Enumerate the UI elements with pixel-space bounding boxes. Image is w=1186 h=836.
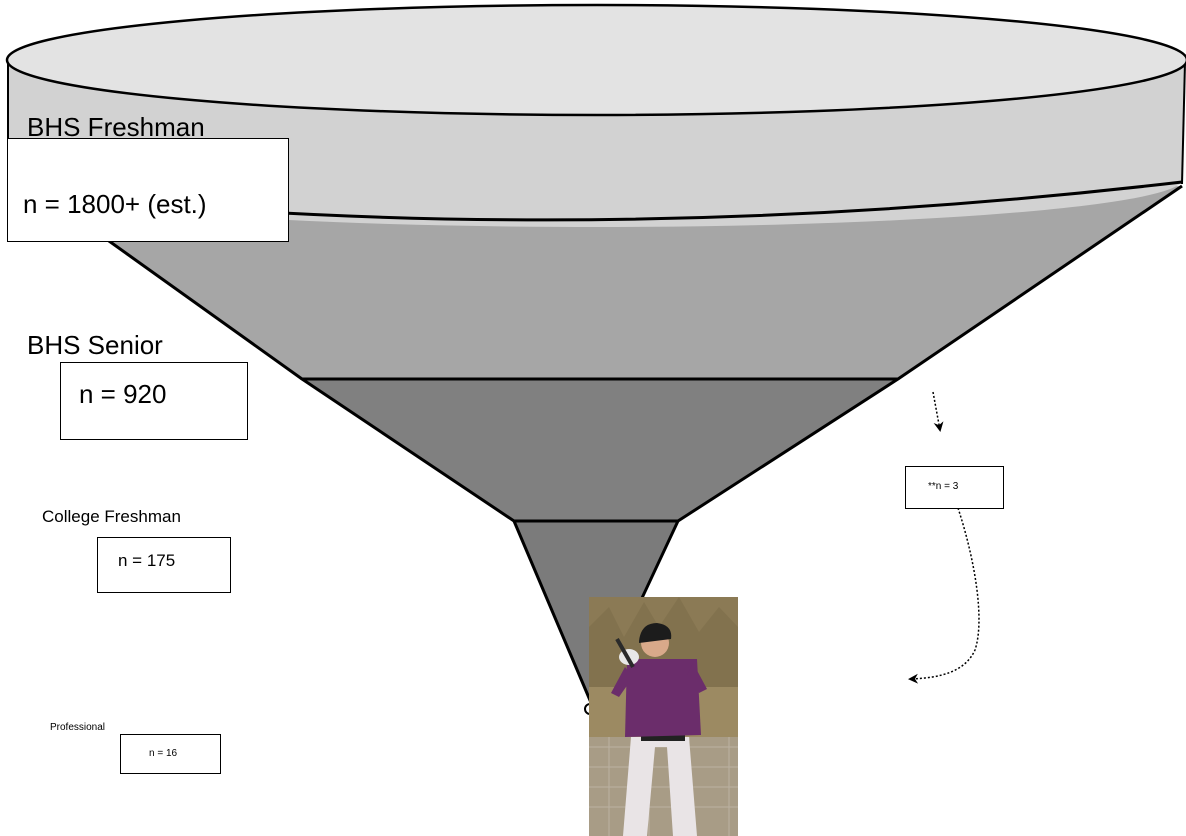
level-label-professional: Professional — [50, 722, 106, 733]
funnel-stage-bhs-senior — [300, 377, 900, 523]
dropout-arrow-upper — [932, 391, 944, 432]
funnel-stage-bhs-freshman — [88, 186, 1182, 379]
count-text-professional: n = 16 — [149, 748, 178, 759]
funnel-rim-top — [5, 3, 1186, 117]
dropout-arrow-lower — [908, 507, 980, 684]
count-box-bhs-senior: n = 920 — [60, 362, 248, 440]
funnel-right-edge-upper — [897, 184, 1183, 381]
count-box-professional: n = 16 — [120, 734, 221, 774]
level-label-college-freshman: College Freshman — [42, 507, 181, 526]
baseball-batter-photo — [589, 597, 738, 836]
funnel-rim-right-side — [1181, 61, 1186, 185]
count-box-college-freshman: n = 175 — [97, 537, 231, 593]
count-box-bhs-freshman: n = 1800+ (est.) — [7, 138, 289, 242]
level-label-bhs-senior: BHS Senior — [27, 330, 163, 360]
count-text-college-freshman: n = 175 — [118, 551, 176, 570]
count-text-bhs-senior: n = 920 — [79, 379, 167, 409]
funnel-rim-band — [6, 60, 1186, 227]
count-box-side-note: **n = 3 — [905, 466, 1004, 509]
level-label-bhs-freshman: BHS Freshman — [27, 112, 205, 142]
count-text-side-note: **n = 3 — [928, 481, 959, 492]
funnel-left-edge-upper — [87, 224, 303, 381]
count-text-bhs-freshman: n = 1800+ (est.) — [23, 189, 207, 219]
